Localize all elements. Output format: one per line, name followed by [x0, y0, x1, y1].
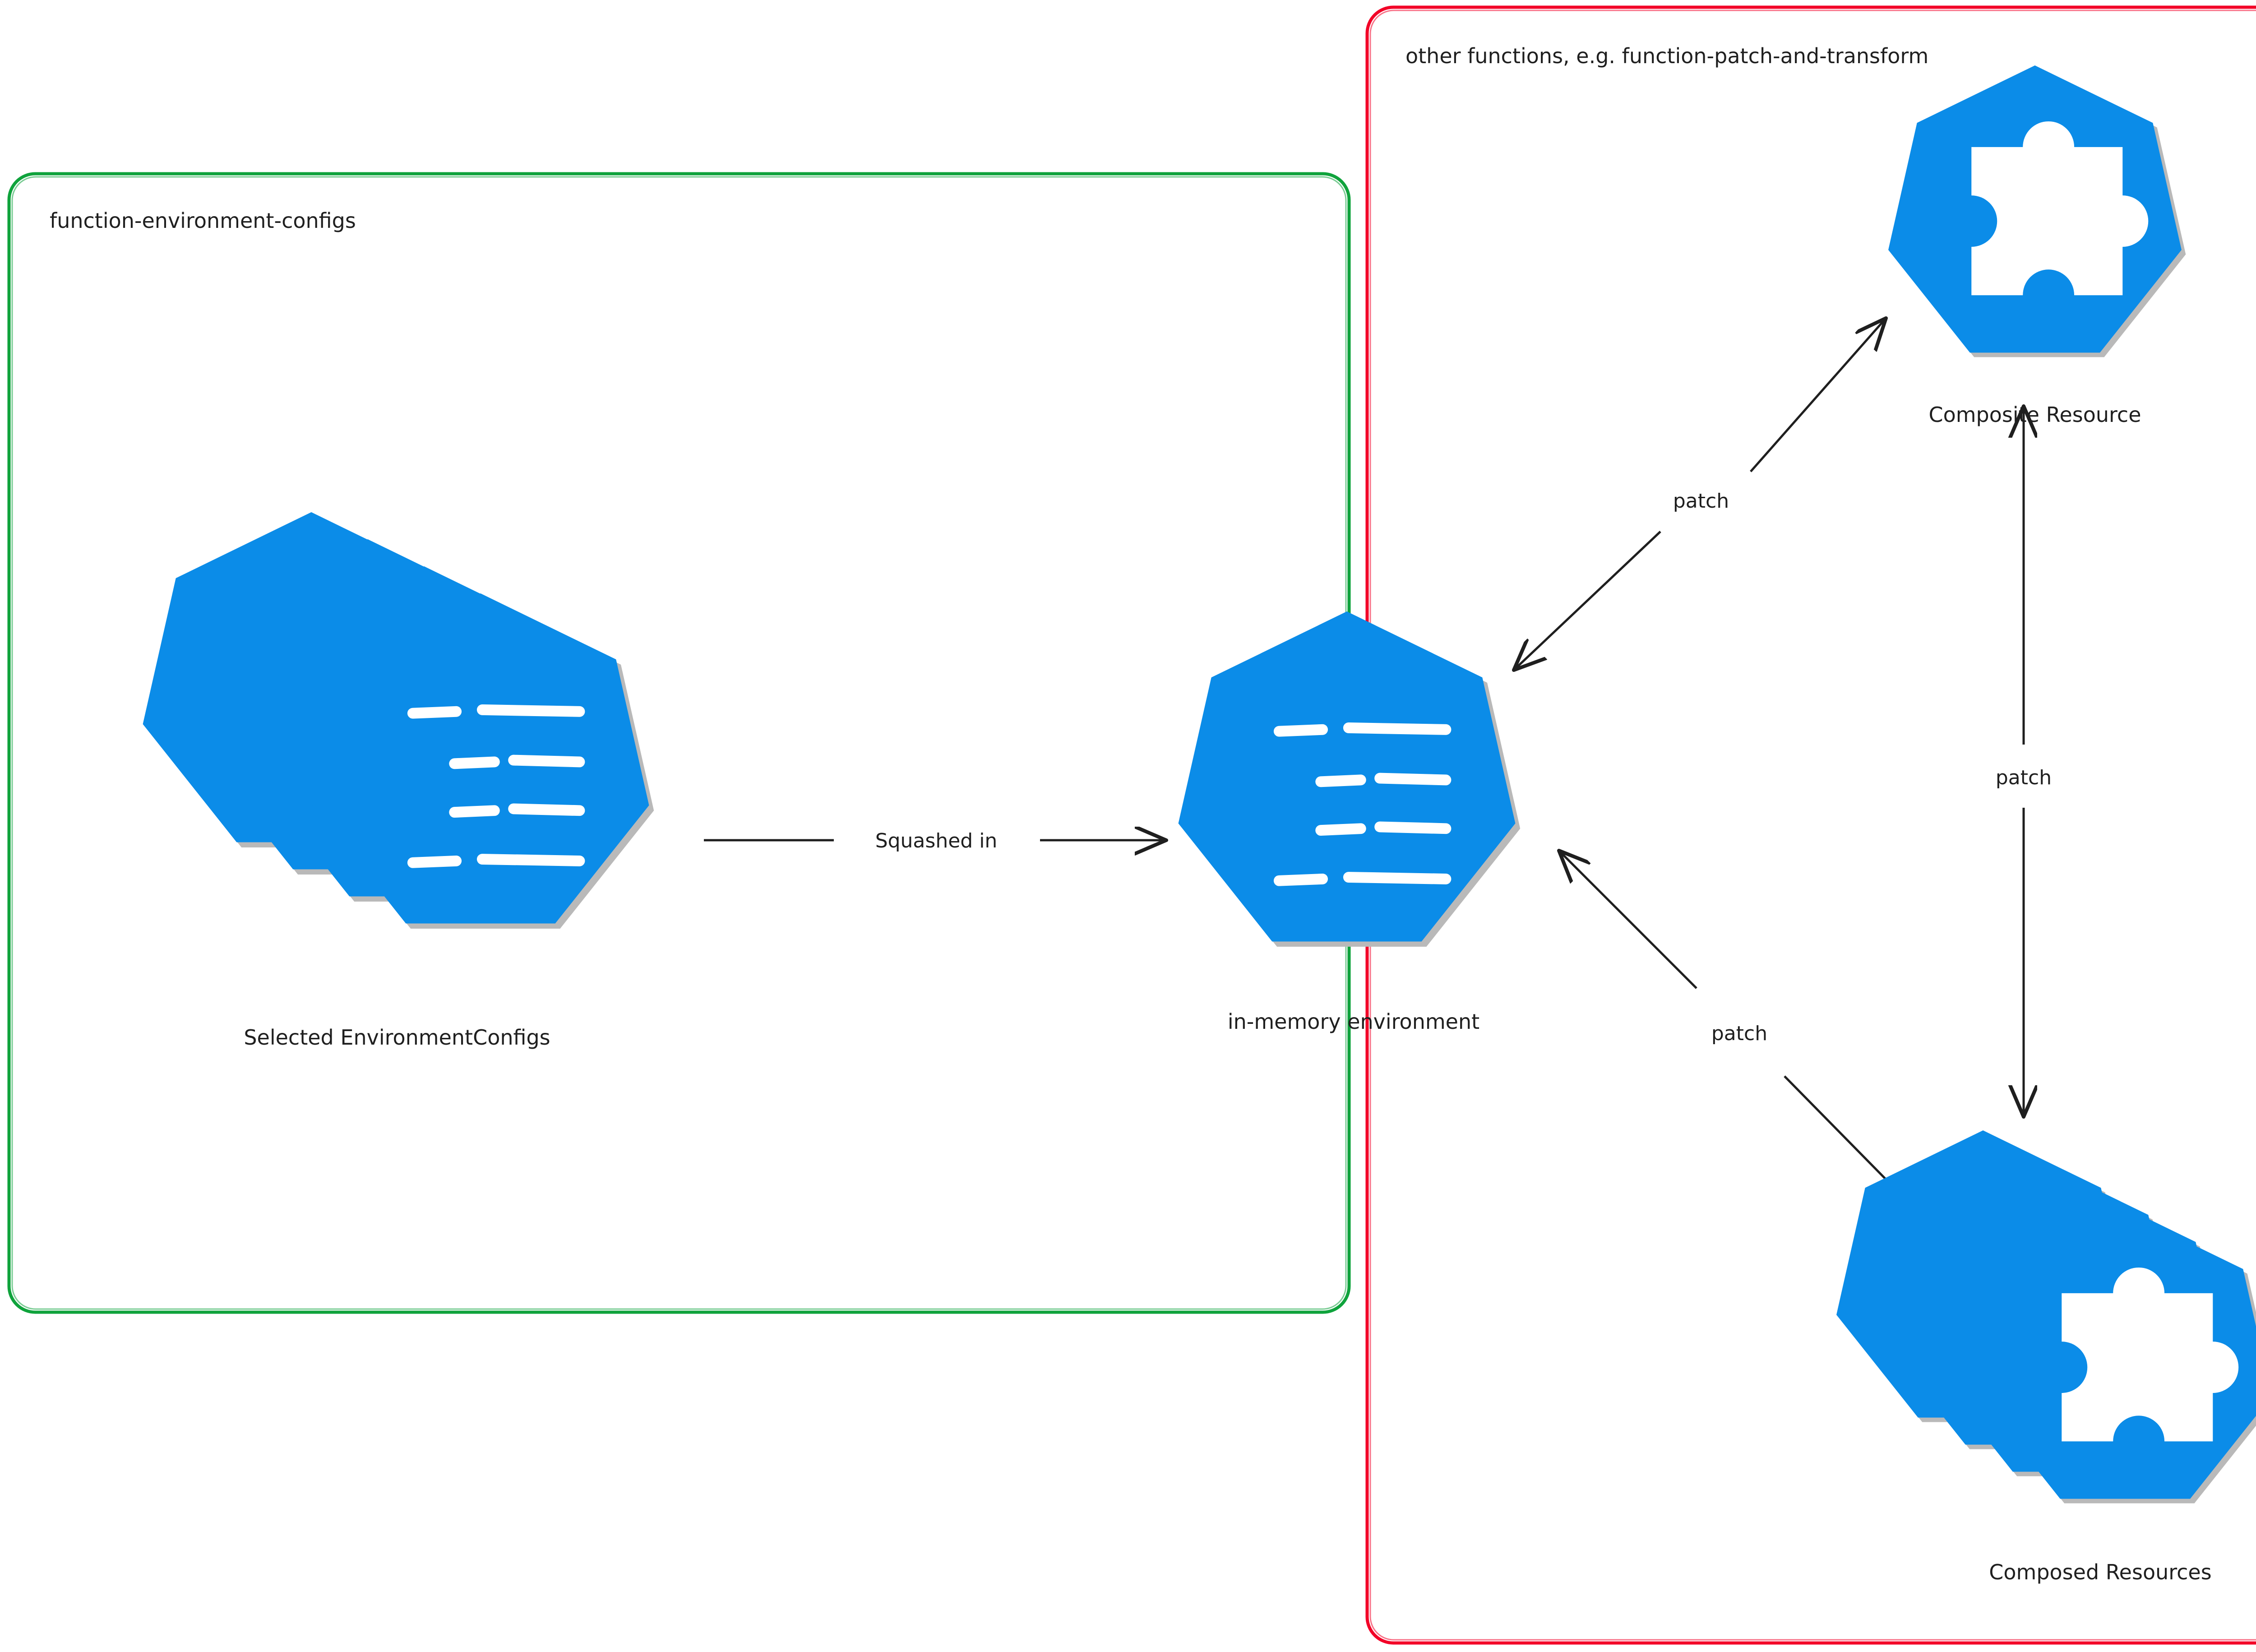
- puzzle-piece-icon: [1888, 65, 2186, 357]
- node-selected-environment-configs[interactable]: Selected EnvironmentConfigs: [143, 512, 654, 1050]
- configmap-icon: [1179, 611, 1521, 947]
- edge-label-patch-composite-composed: patch: [1996, 766, 2052, 789]
- puzzle-piece-stack-icon: [1836, 1130, 2256, 1504]
- node-label: in-memory environment: [1228, 1009, 1479, 1034]
- node-label: Composed Resources: [1989, 1560, 2211, 1584]
- edge-patch-composite: [1514, 318, 1886, 670]
- edge-label-squashed-in: Squashed in: [875, 829, 998, 852]
- node-composed-resources[interactable]: Composed Resources: [1836, 1130, 2256, 1584]
- group-label-function-environment-configs: function-environment-configs: [50, 208, 356, 233]
- node-label: Composite Resource: [1928, 403, 2141, 427]
- edge-label-patch-composed: patch: [1711, 1022, 1767, 1045]
- group-label-other-functions: other functions, e.g. function-patch-and…: [1405, 44, 1928, 68]
- node-in-memory-environment[interactable]: in-memory environment: [1179, 611, 1521, 1034]
- configmap-stack-icon: [143, 512, 654, 929]
- node-label: Selected EnvironmentConfigs: [244, 1025, 550, 1050]
- node-composite-resource[interactable]: Composite Resource: [1888, 65, 2186, 427]
- edge-label-patch-composite: patch: [1673, 490, 1729, 513]
